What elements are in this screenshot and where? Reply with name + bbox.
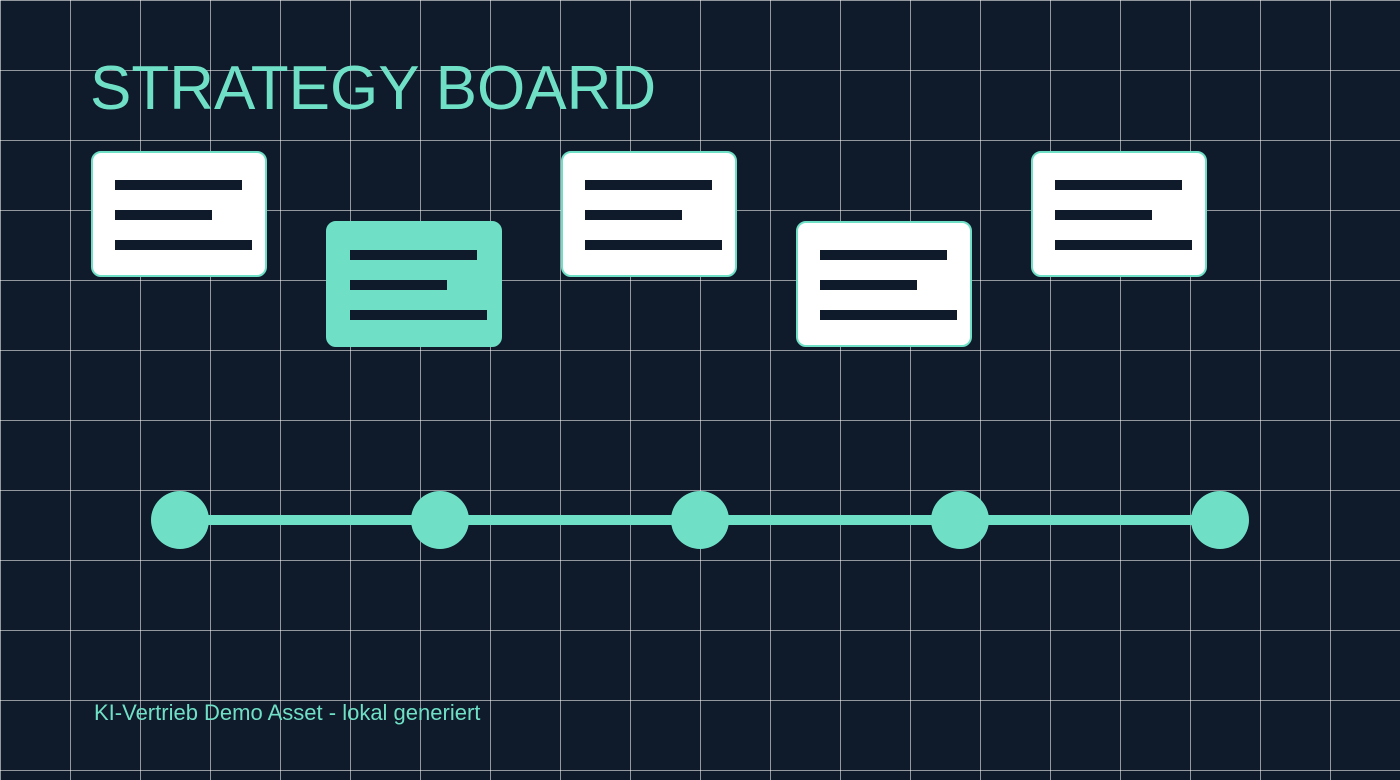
card-text-line (820, 280, 917, 290)
card-text-line (115, 180, 242, 190)
board-title: STRATEGY BOARD (90, 54, 657, 123)
strategy-card-3[interactable] (561, 151, 737, 277)
card-text-line (585, 180, 712, 190)
footer-caption: KI-Vertrieb Demo Asset - lokal generiert (94, 700, 481, 725)
card-text-line (350, 280, 447, 290)
timeline-node-4[interactable] (931, 491, 989, 549)
card-text-line (585, 240, 722, 250)
card-text-line (585, 210, 682, 220)
card-text-line (820, 310, 957, 320)
card-text-line (1055, 240, 1192, 250)
card-text-line (1055, 180, 1182, 190)
card-text-line (350, 250, 477, 260)
timeline-node-2[interactable] (411, 491, 469, 549)
strategy-card-5[interactable] (1031, 151, 1207, 277)
strategy-card-2-highlighted[interactable] (326, 221, 502, 347)
timeline-node-5[interactable] (1191, 491, 1249, 549)
strategy-card-1[interactable] (91, 151, 267, 277)
card-text-line (350, 310, 487, 320)
timeline-node-3[interactable] (671, 491, 729, 549)
card-text-line (820, 250, 947, 260)
card-text-line (115, 210, 212, 220)
strategy-card-4[interactable] (796, 221, 972, 347)
card-text-line (115, 240, 252, 250)
card-text-line (1055, 210, 1152, 220)
timeline-node-1[interactable] (151, 491, 209, 549)
